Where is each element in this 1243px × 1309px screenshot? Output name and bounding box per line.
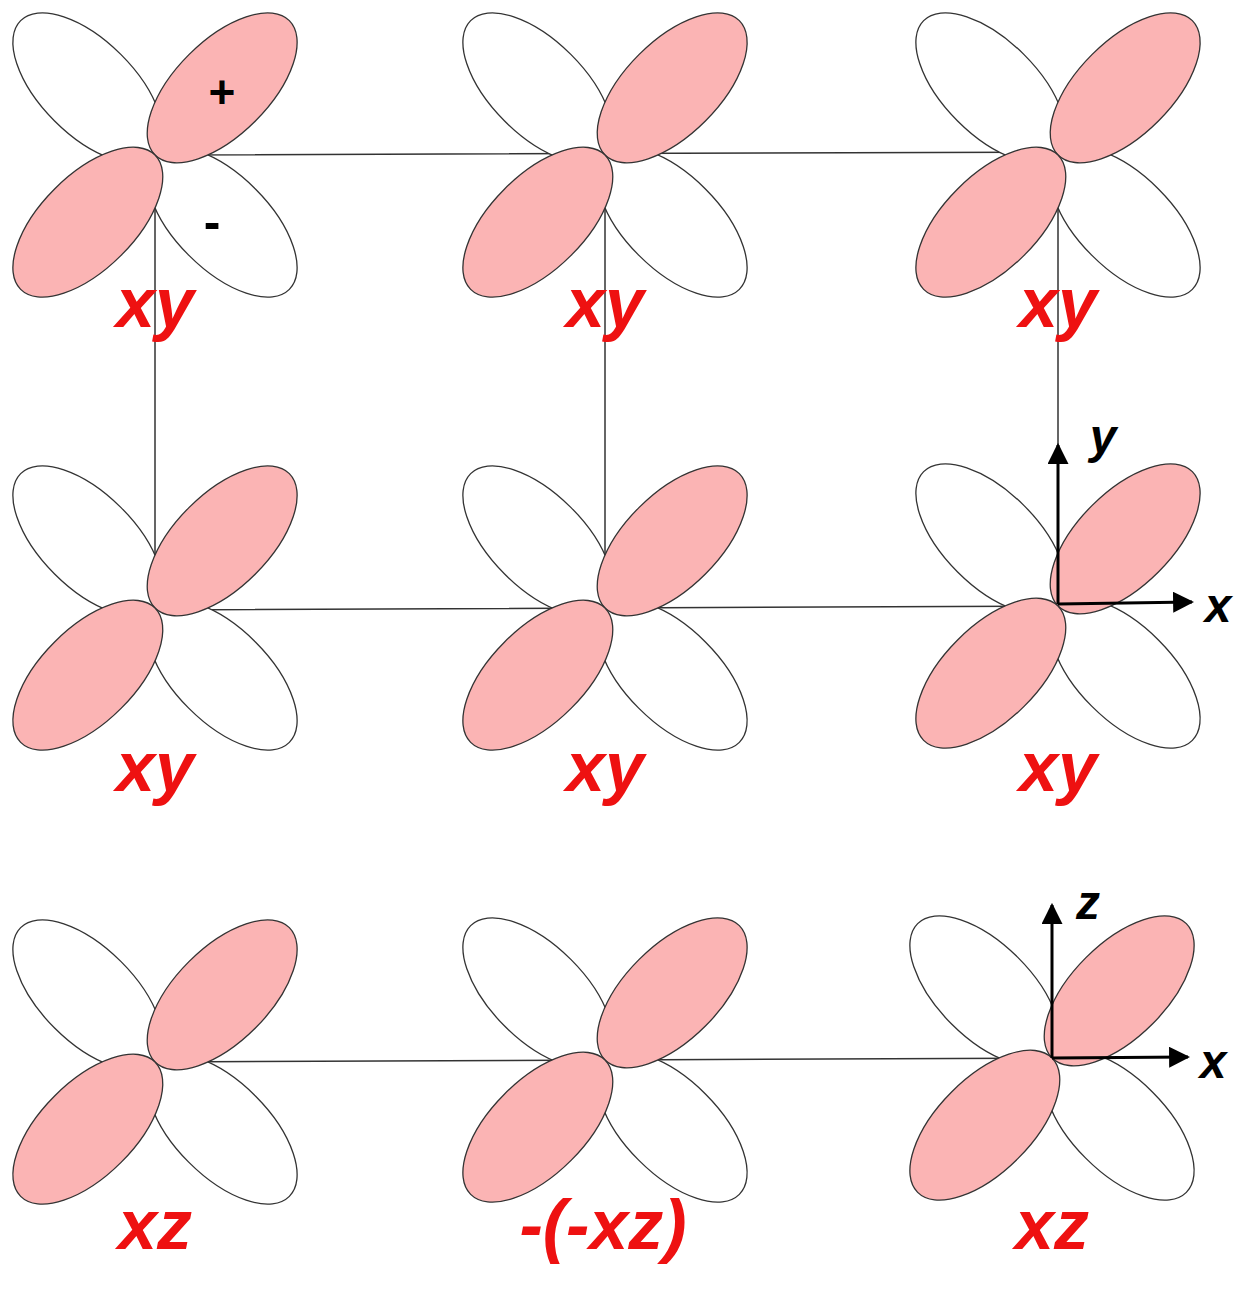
orbital-label: xz xyxy=(118,1190,192,1260)
orbital-label: xy xyxy=(116,732,194,802)
orbital-label: -(-xz) xyxy=(519,1190,686,1260)
sign-mark: - xyxy=(204,197,221,247)
axis-label: z xyxy=(1076,879,1100,927)
axis-label: x xyxy=(1205,582,1232,630)
orbital-label: xy xyxy=(1019,268,1097,338)
axis-label: x xyxy=(1200,1038,1227,1086)
d-orbitals xyxy=(0,0,1226,1230)
orbital-label: xy xyxy=(566,732,644,802)
orbital-label: xy xyxy=(566,268,644,338)
orbital-label: xy xyxy=(1019,732,1097,802)
axis-label: y xyxy=(1090,413,1117,461)
orbital-label: xy xyxy=(116,268,194,338)
orbital-label: xz xyxy=(1015,1190,1089,1260)
sign-mark: + xyxy=(209,69,236,115)
